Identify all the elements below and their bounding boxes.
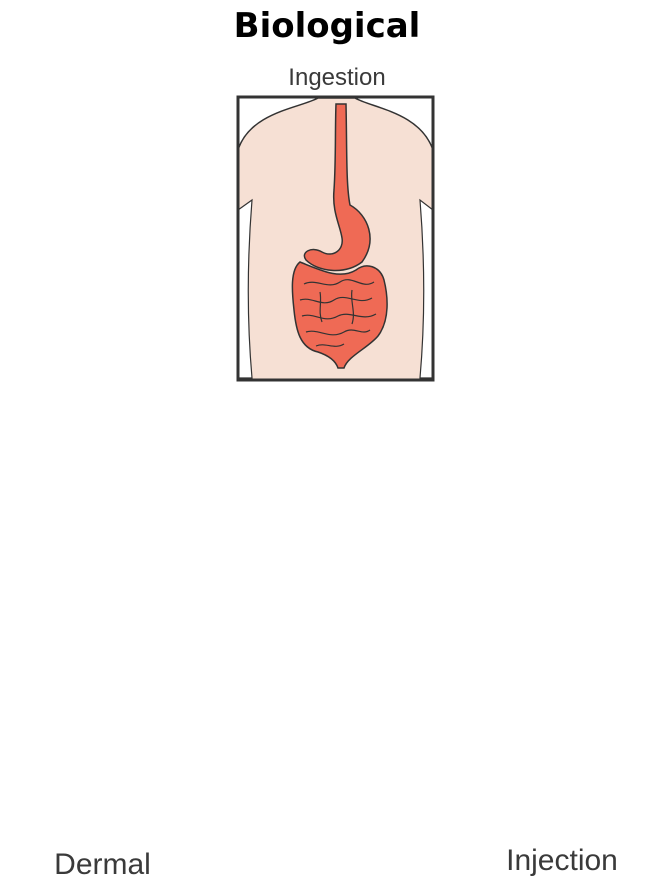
dermal-label: Dermal xyxy=(0,848,205,882)
injection-label: Injection xyxy=(470,844,654,878)
ingestion-label: Ingestion xyxy=(237,64,437,92)
torso-illustration xyxy=(238,98,433,380)
ingestion-panel xyxy=(238,97,433,380)
